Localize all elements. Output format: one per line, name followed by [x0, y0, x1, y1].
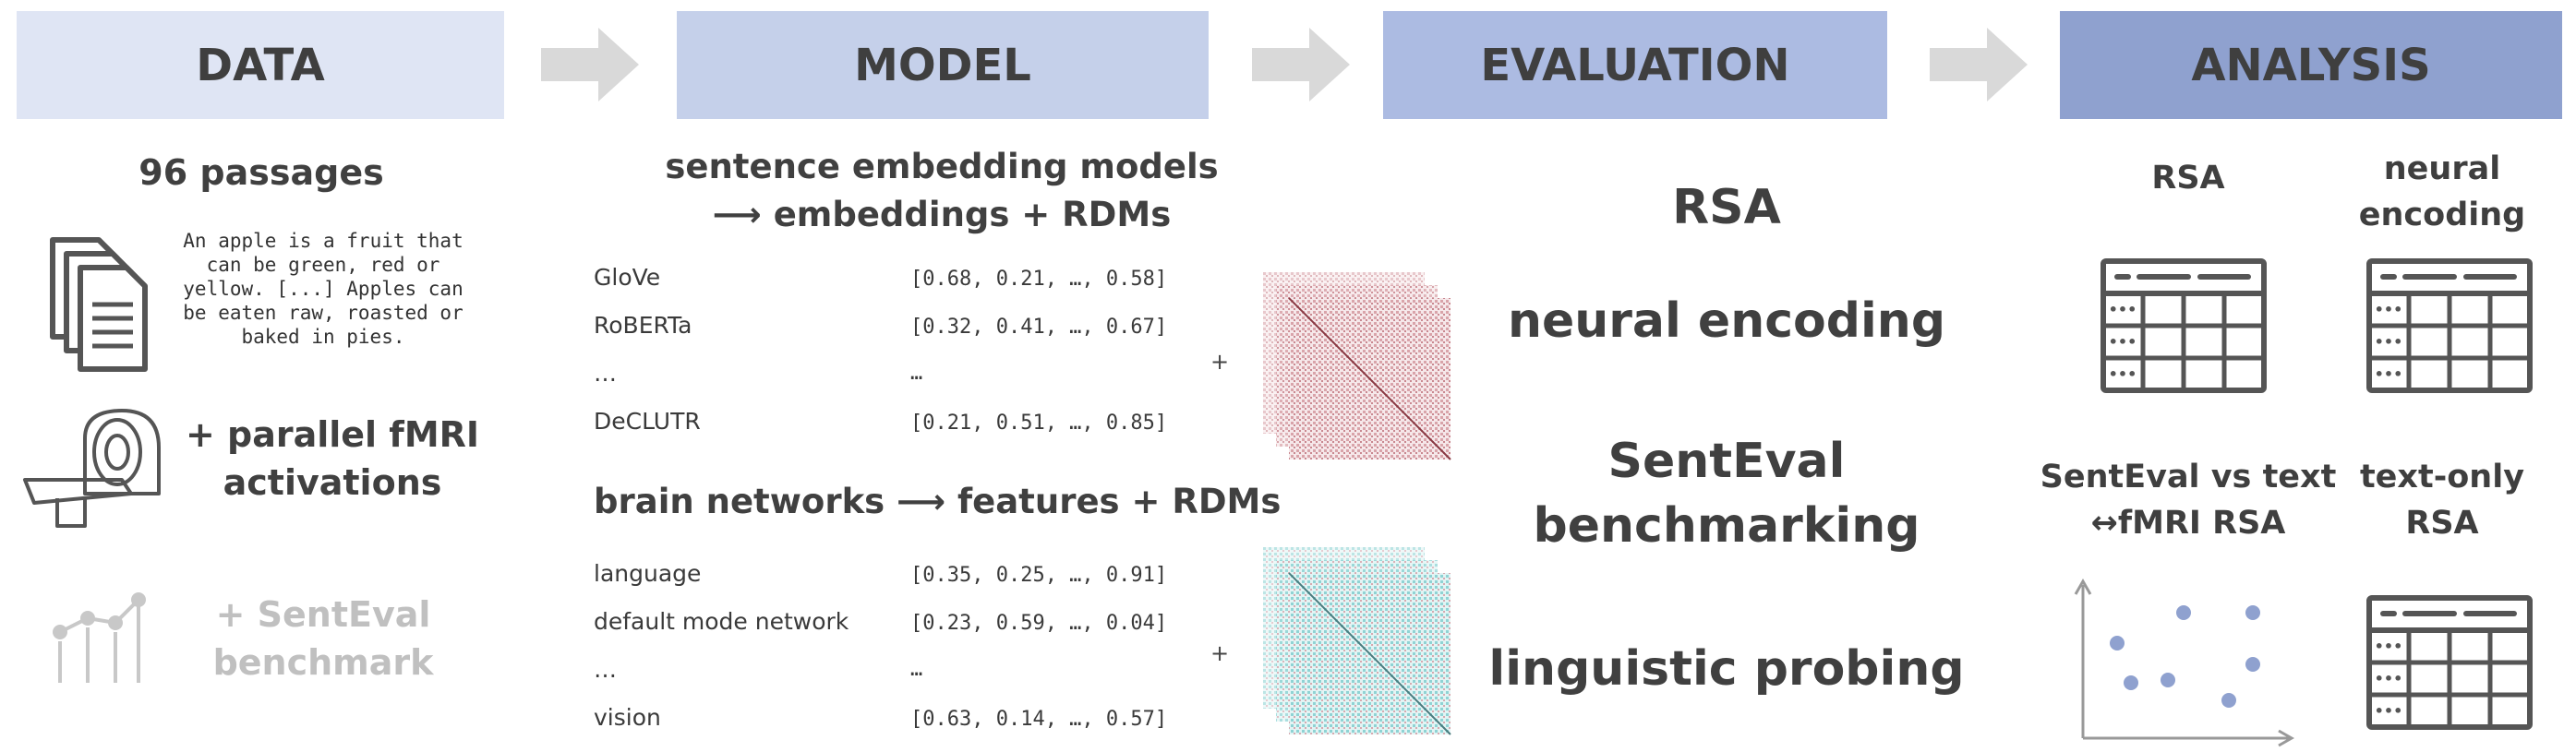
text-only-line1: text-only	[2359, 459, 2525, 495]
brain-row-label: language	[594, 560, 702, 587]
neural-encoding-line2: encoding	[2358, 197, 2526, 233]
fmri-label: + parallel fMRI activations	[175, 411, 489, 507]
header-analysis-label: ANALYSIS	[2191, 39, 2431, 91]
senteval-benchmark-label: + SentEval benchmark	[166, 591, 480, 686]
table-row-dots: •••	[2375, 638, 2403, 655]
rdm-matrix-stack-teal	[1263, 547, 1451, 735]
table-row-dots: •••	[2109, 333, 2137, 351]
embedding-title: sentence embedding models ⟶ embeddings +…	[591, 143, 1293, 239]
brain-title: brain networks ⟶ features + RDMs	[594, 482, 1282, 521]
senteval-vs-line1: SentEval vs text	[2040, 459, 2337, 495]
header-evaluation: EVALUATION	[1383, 11, 1887, 119]
flow-arrow-3	[1930, 28, 2028, 101]
brain-row-label: default mode network	[594, 608, 849, 635]
flow-arrow-1	[541, 28, 639, 101]
analysis-neural-encoding-title: neural encoding	[2345, 146, 2539, 238]
text-only-line2: RSA	[2405, 505, 2479, 542]
table-icon: ••• ••• •••	[2101, 258, 2267, 393]
analysis-rsa-title: RSA	[2151, 160, 2225, 197]
passages-title: 96 passages	[138, 152, 384, 193]
line-chart-icon	[53, 592, 146, 683]
table-icon: ••• ••• •••	[2366, 258, 2533, 393]
fmri-line2: activations	[223, 462, 442, 503]
table-row-dots: •••	[2375, 670, 2403, 687]
senteval-vs-line2: ↔fMRI RSA	[2090, 505, 2286, 542]
embedding-row-label: RoBERTa	[594, 312, 692, 339]
header-analysis: ANALYSIS	[2060, 11, 2562, 119]
plus-sign: +	[1210, 640, 1230, 666]
senteval-line1: + SentEval	[215, 594, 431, 635]
plus-sign: +	[1210, 349, 1230, 375]
fmri-line1: + parallel fMRI	[185, 414, 480, 455]
table-row-dots: •••	[2375, 702, 2403, 720]
neural-encoding-line1: neural	[2383, 150, 2501, 187]
eval-senteval-line2: benchmarking	[1533, 498, 1920, 554]
mri-scanner-icon	[23, 409, 161, 528]
rdm-matrix-stack-red	[1263, 272, 1451, 460]
embedding-row-vector: [0.32, 0.41, …, 0.67]	[910, 316, 1168, 339]
brain-row-vector: [0.63, 0.14, …, 0.57]	[910, 708, 1168, 731]
flow-arrow-2	[1252, 28, 1350, 101]
embedding-row-label: …	[594, 360, 617, 387]
documents-icon	[50, 237, 148, 372]
embedding-row-vector: …	[910, 362, 923, 385]
header-evaluation-label: EVALUATION	[1480, 39, 1790, 91]
brain-row-vector: …	[910, 658, 923, 681]
brain-row-vector: [0.23, 0.59, …, 0.04]	[910, 612, 1168, 635]
table-row-dots: •••	[2109, 301, 2137, 318]
embedding-row-vector: [0.21, 0.51, …, 0.85]	[910, 412, 1168, 435]
embedding-row-label: DeCLUTR	[594, 408, 701, 435]
analysis-senteval-vs-title: SentEval vs text ↔fMRI RSA	[2036, 454, 2341, 546]
eval-rsa: RSA	[1672, 180, 1781, 235]
eval-senteval-line1: SentEval	[1607, 434, 1846, 489]
senteval-line2: benchmark	[212, 642, 434, 683]
eval-neural-encoding: neural encoding	[1507, 293, 1946, 349]
analysis-text-only-title: text-only RSA	[2345, 454, 2539, 546]
brain-row-label: …	[594, 656, 617, 683]
table-row-dots: •••	[2375, 333, 2403, 351]
embedding-title-line1: sentence embedding models	[665, 147, 1219, 186]
header-data-label: DATA	[196, 39, 325, 91]
embedding-row-label: GloVe	[594, 264, 661, 291]
header-model: MODEL	[677, 11, 1209, 119]
brain-row-label: vision	[594, 704, 661, 731]
table-row-dots: •••	[2375, 365, 2403, 383]
header-data: DATA	[17, 11, 504, 119]
header-model-label: MODEL	[854, 39, 1031, 91]
embedding-row-vector: [0.68, 0.21, …, 0.58]	[910, 268, 1168, 291]
table-row-dots: •••	[2109, 365, 2137, 383]
passage-text: An apple is a fruit that can be green, r…	[183, 230, 463, 348]
brain-row-vector: [0.35, 0.25, …, 0.91]	[910, 564, 1168, 587]
embedding-title-line2: ⟶ embeddings + RDMs	[712, 195, 1172, 234]
table-row-dots: •••	[2375, 301, 2403, 318]
scatter-plot-icon	[2074, 578, 2295, 747]
table-icon: ••• ••• •••	[2366, 595, 2533, 730]
eval-linguistic-probing: linguistic probing	[1488, 641, 1965, 697]
